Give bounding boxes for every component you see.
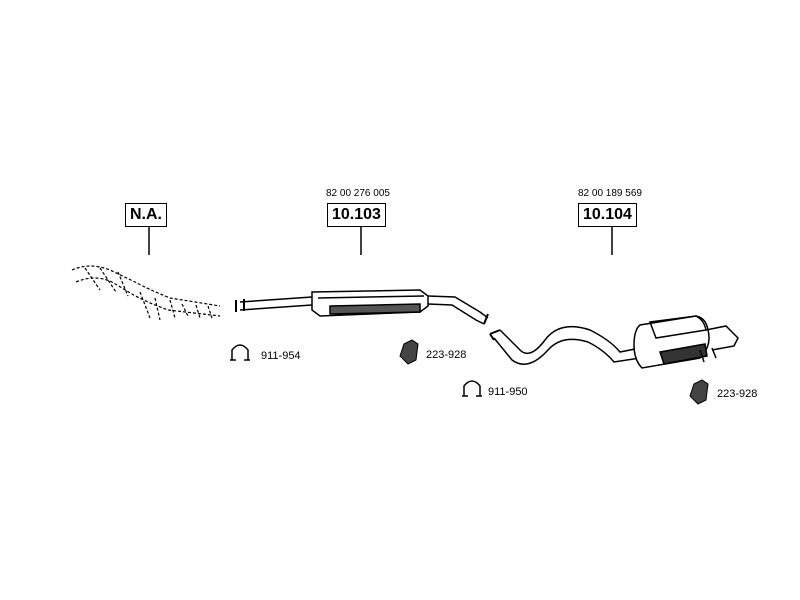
center-silencer-10103	[235, 289, 489, 325]
part-code-10103[interactable]: 10.103	[327, 203, 386, 227]
accessory-label: 911-954	[261, 350, 301, 362]
part-ref-number: 82 00 276 005	[326, 188, 390, 199]
clamp-icon	[230, 344, 250, 361]
bracket-icon	[399, 339, 419, 365]
accessory-label: 911-950	[488, 386, 528, 398]
rear-silencer-10104	[489, 315, 739, 369]
accessory-label: 223-928	[717, 388, 758, 400]
part-ref-number: 82 00 189 569	[578, 188, 642, 199]
clamp-icon	[462, 380, 482, 397]
bracket-icon	[689, 379, 709, 405]
front-pipe-not-available	[71, 265, 221, 321]
part-code-10104[interactable]: 10.104	[578, 203, 637, 227]
accessory-label: 223-928	[426, 349, 467, 361]
part-code-na[interactable]: N.A.	[125, 203, 167, 227]
